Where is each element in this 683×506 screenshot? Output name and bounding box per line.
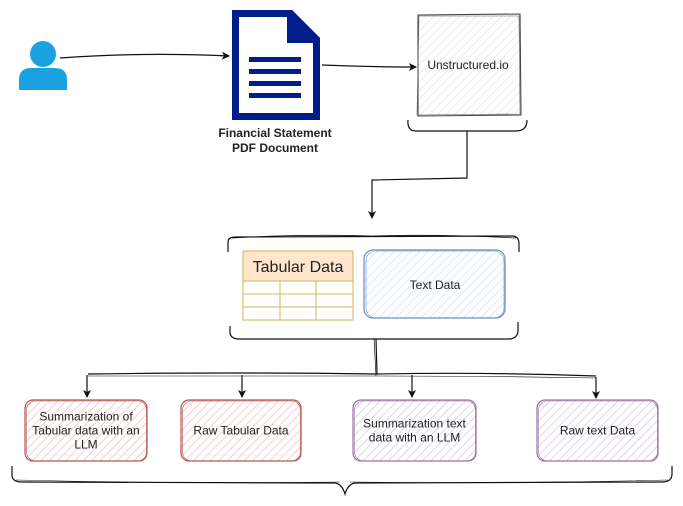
fan-out-connectors xyxy=(83,337,600,399)
output-box-1-label-line-3: LLM xyxy=(74,438,97,452)
arrow-document-to-unstructured xyxy=(321,62,417,71)
document-label-line2: PDF Document xyxy=(232,141,318,155)
data-group-bracket-top xyxy=(231,234,517,239)
arrow-unstructured-to-data xyxy=(368,131,468,219)
document-label-line1: Financial Statement xyxy=(218,126,331,140)
unstructured-label: Unstructured.io xyxy=(427,58,509,72)
outputs-bottom-bracket xyxy=(11,466,673,497)
output-box-3-label-line-1: Summarization text xyxy=(363,417,466,431)
output-box-3-label-line-2: data with an LLM xyxy=(369,431,460,445)
text-data-label: Text Data xyxy=(410,278,461,292)
output-box-4-label-line-1: Raw text Data xyxy=(560,424,636,438)
pdf-document-icon xyxy=(232,10,320,120)
text-data-box xyxy=(363,249,506,319)
arrow-user-to-document xyxy=(59,51,230,60)
unstructured-bracket xyxy=(407,119,528,132)
user-icon xyxy=(19,41,67,90)
output-box-4: Raw text Data xyxy=(536,399,659,462)
output-box-1-label-line-1: Summarization of xyxy=(39,410,133,424)
output-box-2: Raw Tabular Data xyxy=(180,399,302,462)
output-box-1-label-line-2: Tabular data with an xyxy=(32,424,139,438)
data-group-bracket xyxy=(227,235,520,340)
outputs-bottom-bracket-sketch xyxy=(15,479,669,483)
tabular-data-table xyxy=(242,250,354,321)
tabular-data-title: Tabular Data xyxy=(253,259,344,276)
unstructured-box xyxy=(416,13,522,117)
output-box-2-label-line-1: Raw Tabular Data xyxy=(193,424,288,438)
